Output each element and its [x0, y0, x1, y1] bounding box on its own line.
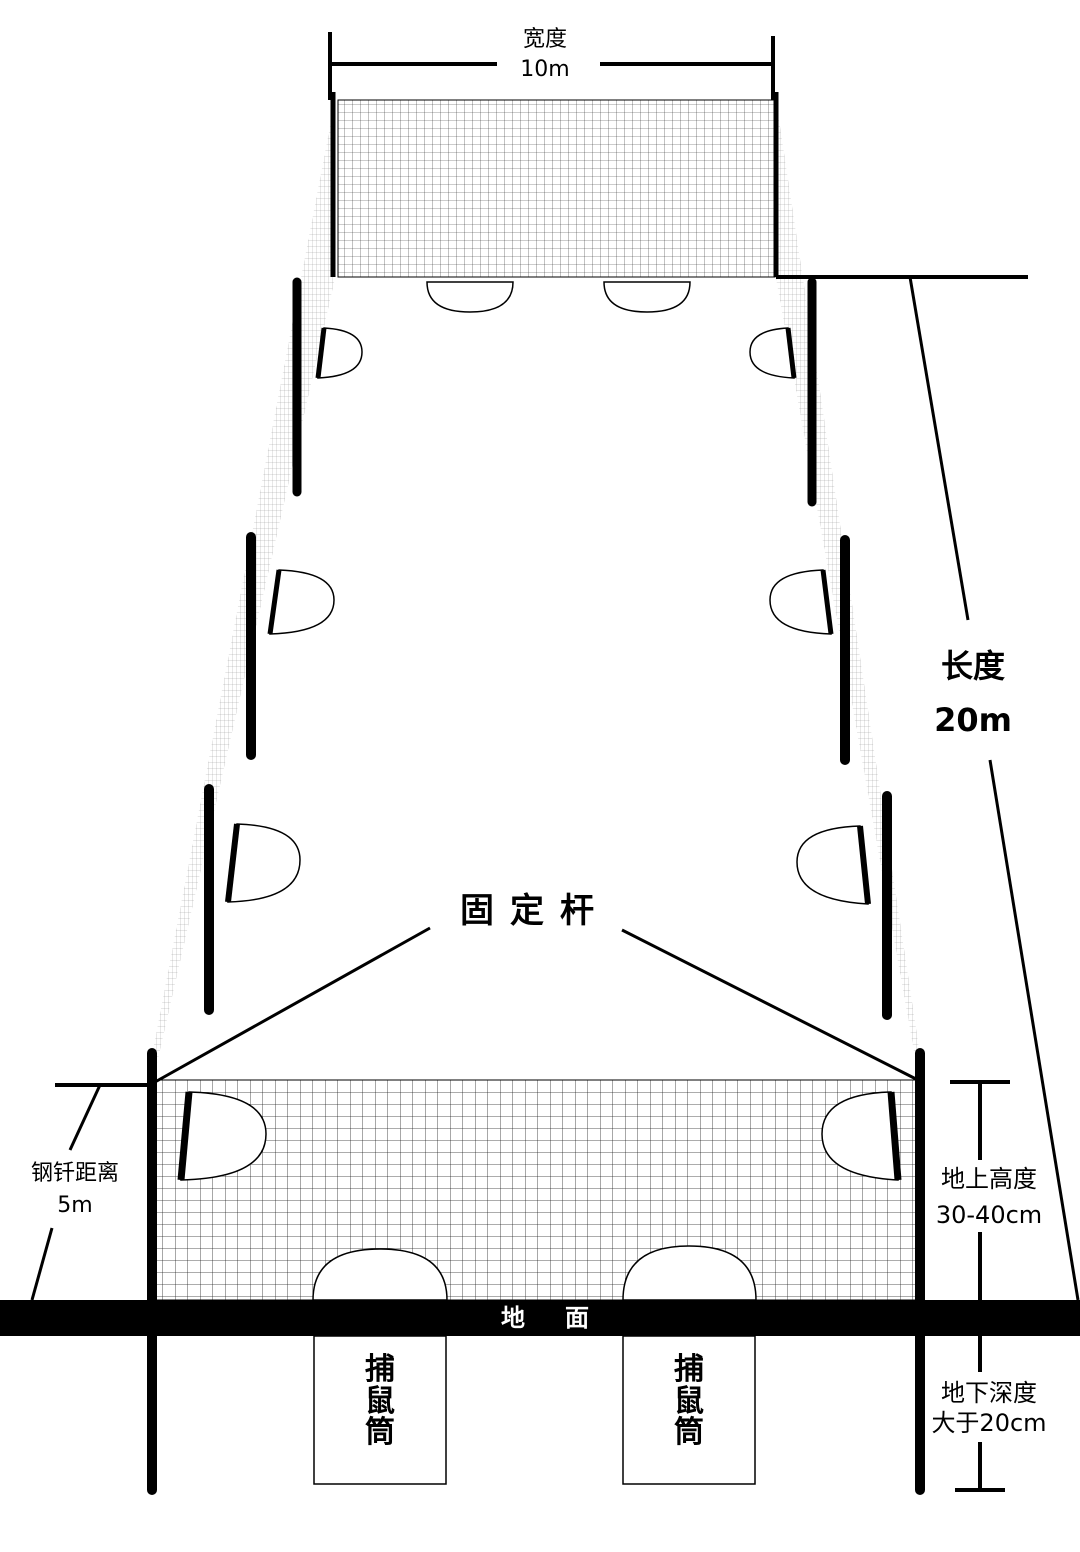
trap-opening-right-4	[821, 1091, 902, 1181]
trap-cylinder-1	[313, 1335, 447, 1485]
spacing-title: 钢钎距离	[30, 1161, 119, 1186]
ground-label: 地面	[501, 1304, 629, 1332]
rod-leader-left	[154, 926, 431, 1084]
trap-opening-left-3	[225, 823, 301, 903]
trap-label-1: 捕 鼠 筒	[314, 1354, 446, 1449]
trap-opening-right-1	[749, 327, 797, 379]
trap-opening-left-1	[315, 327, 363, 379]
length-leader-lower	[988, 759, 1080, 1301]
trap-opening-far-1	[426, 281, 514, 313]
trap-opening-left-2	[267, 569, 335, 635]
trap-opening-right-3	[796, 825, 871, 905]
trap-opening-near-2	[622, 1245, 757, 1301]
length-value: 20m	[934, 701, 1012, 739]
trap-label-1-char-2: 鼠	[365, 1383, 395, 1419]
trap-label-2: 捕 鼠 筒	[623, 1354, 755, 1449]
trap-opening-left-4	[177, 1091, 267, 1181]
rod-leader-right	[621, 928, 919, 1082]
spacing-leader-upper	[68, 1084, 102, 1151]
rod-label: 固定杆	[460, 891, 610, 931]
trap-label-1-char-1: 捕	[365, 1352, 395, 1387]
spacing-leader-lower	[30, 1227, 54, 1301]
trap-label-1-char-3: 筒	[365, 1415, 395, 1450]
left-side-net	[152, 100, 335, 1085]
ground-band	[0, 1300, 1080, 1336]
trap-opening-right-2	[769, 569, 834, 635]
height-value: 30-40cm	[935, 1201, 1043, 1229]
width-title: 宽度	[522, 27, 567, 52]
trap-label-2-char-3: 筒	[674, 1415, 704, 1450]
length-title: 长度	[940, 647, 1005, 685]
trap-label-2-char-1: 捕	[674, 1352, 704, 1387]
trap-label-2-char-2: 鼠	[674, 1383, 704, 1419]
near-net	[154, 1079, 919, 1301]
width-value: 10m	[520, 57, 570, 82]
trap-opening-far-2	[603, 281, 691, 313]
height-title: 地上高度	[941, 1165, 1037, 1193]
length-leader-upper	[908, 276, 970, 621]
spacing-value: 5m	[57, 1193, 93, 1218]
depth-title: 地下深度	[941, 1379, 1037, 1407]
trap-opening-near-1	[312, 1248, 448, 1301]
depth-value: 大于20cm	[931, 1409, 1047, 1437]
far-net	[337, 99, 776, 278]
trap-cylinder-2	[622, 1335, 756, 1485]
